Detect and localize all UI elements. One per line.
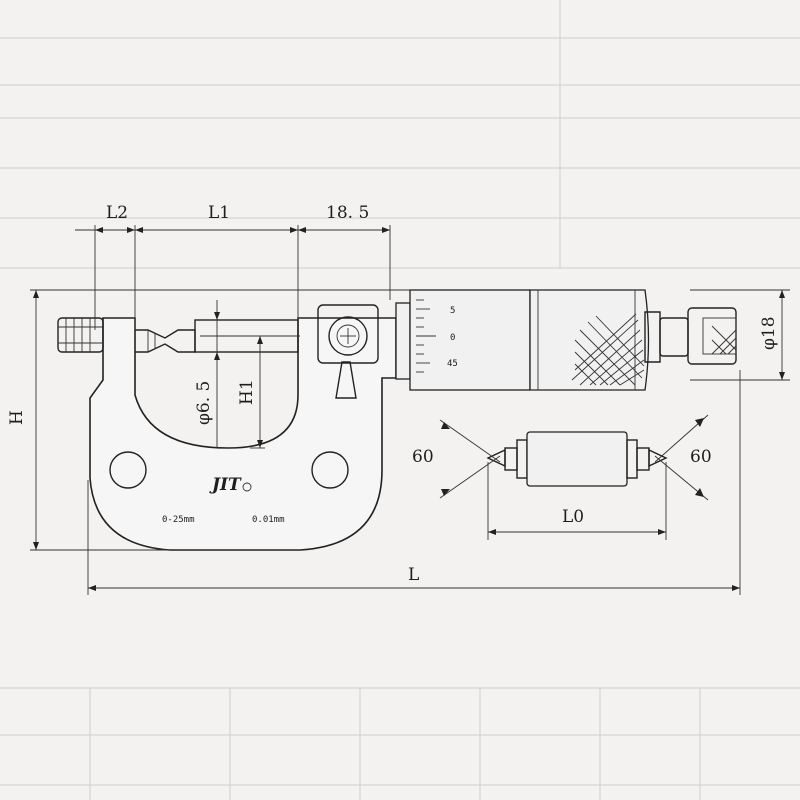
thimble-mark-0: 0	[450, 333, 455, 343]
knurl-hatching	[571, 313, 645, 386]
thimble-mark-5: 5	[450, 306, 455, 316]
dim-h: H	[7, 410, 27, 425]
dim-h1: H1	[237, 379, 257, 405]
dimension-l: L	[87, 370, 741, 595]
dim-angle-right: 60	[690, 447, 712, 467]
dim-l2: L2	[106, 203, 128, 223]
setting-standard: 60 60 L0	[412, 414, 712, 540]
dim-phi6-5: φ6. 5	[194, 381, 214, 425]
anvil-knurled-end	[57, 317, 104, 353]
anvil	[135, 329, 196, 353]
dim-angle-left: 60	[412, 447, 434, 467]
thimble: 5 0 45	[409, 289, 531, 391]
dim-l: L	[408, 565, 419, 585]
dim-18-5: 18. 5	[326, 203, 369, 223]
dim-l0: L0	[562, 507, 584, 527]
dim-l1: L1	[208, 203, 230, 223]
micrometer: 5 0 45 JIT	[57, 289, 737, 551]
spindle-lock-clamp	[317, 304, 379, 399]
frame-logo-text: JIT	[209, 475, 242, 495]
dimension-h: H	[7, 289, 410, 551]
dim-phi18: φ18	[759, 316, 779, 350]
frame-hole-right	[311, 451, 349, 489]
c-frame	[89, 317, 397, 551]
frame-hole-left	[109, 451, 147, 489]
dimension-top: L2 L1 18. 5	[75, 203, 391, 330]
resolution: 0.01mm	[252, 515, 285, 525]
frame-logo: JIT	[209, 475, 252, 495]
measuring-range: 0-25mm	[162, 515, 195, 525]
sleeve	[395, 302, 411, 380]
ratchet-stop	[644, 307, 737, 365]
thimble-barrel	[529, 289, 650, 391]
thimble-mark-45: 45	[447, 359, 458, 369]
dimension-phi18: φ18	[690, 289, 790, 381]
dimension-h1: φ6. 5 H1	[194, 300, 300, 449]
